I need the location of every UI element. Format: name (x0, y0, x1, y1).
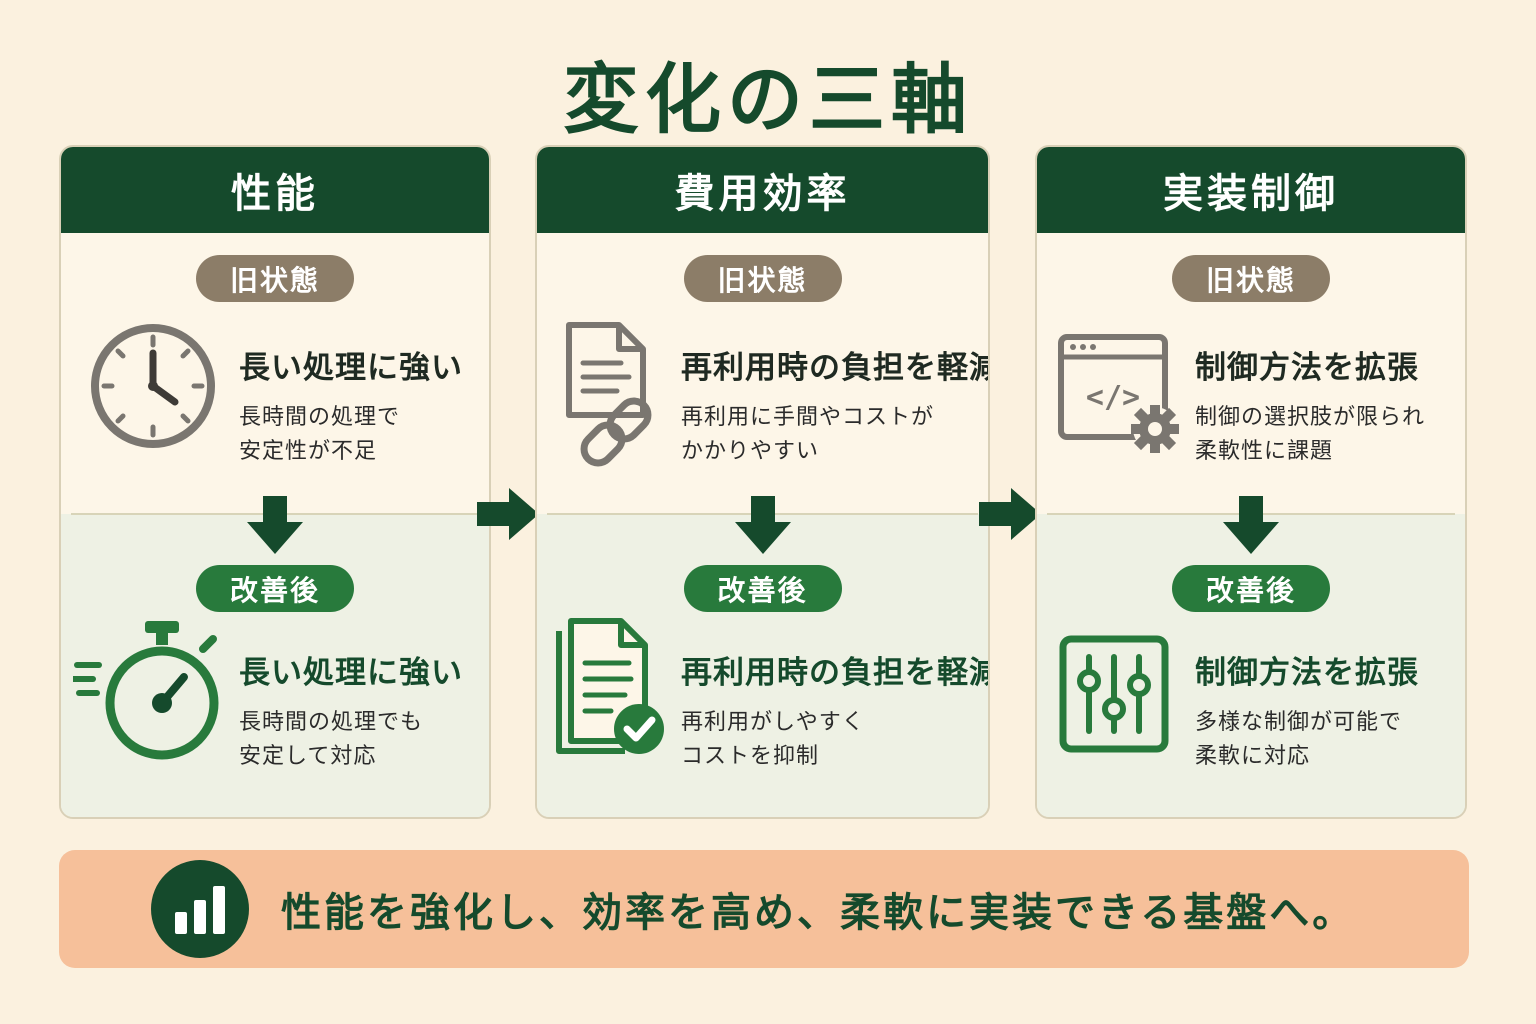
before-badge: 旧状態 (1172, 255, 1330, 302)
document-link-icon (566, 322, 652, 467)
document-check-icon (556, 618, 664, 754)
before-text: 制御方法を拡張 制御の選択肢が限られ 柔軟性に課題 (1195, 342, 1425, 469)
before-badge: 旧状態 (683, 255, 842, 302)
arrow-down-icon (1223, 496, 1279, 554)
before-badge: 旧状態 (196, 255, 354, 302)
before-heading: 再利用時の負担を軽減 (681, 350, 990, 386)
after-desc-line: 多様な制御が可能で (1195, 710, 1403, 735)
after-desc-line: コストを抑制 (681, 744, 820, 769)
before-desc-line: 柔軟性に課題 (1195, 439, 1334, 464)
after-text: 長い処理に強い 長時間の処理でも 安定して対応 (239, 647, 463, 774)
after-desc-line: 長時間の処理でも (239, 710, 424, 735)
arrow-right-icon (477, 488, 539, 540)
arrow-down-icon (247, 496, 303, 554)
after-heading: 制御方法を拡張 (1195, 655, 1419, 691)
column-header: 実装制御 (1037, 147, 1465, 233)
before-heading: 制御方法を拡張 (1195, 350, 1419, 386)
after-desc-line: 安定して対応 (239, 744, 377, 769)
stopwatch-icon (73, 621, 219, 760)
after-heading: 長い処理に強い (239, 655, 463, 691)
after-text: 再利用時の負担を軽減 再利用がしやすく コストを抑制 (681, 647, 990, 774)
banner-text: 性能を強化し、効率を高め、柔軟に実装できる基盤へ。 (281, 890, 1356, 936)
column-header: 費用効率 (537, 147, 988, 233)
after-desc-line: 再利用がしやすく (681, 710, 865, 735)
before-desc-line: 安定性が不足 (239, 439, 378, 464)
column-header: 性能 (61, 147, 489, 233)
after-section (1037, 514, 1465, 817)
before-heading: 長い処理に強い (239, 350, 463, 386)
before-desc-line: かかりやすい (681, 439, 820, 464)
arrow-right-icon (979, 488, 1041, 540)
column-performance: 性能 旧状態 長い処理に強い 長時間の処理で 安定性が不足 改善後 (59, 145, 491, 819)
before-desc-line: 再利用に手間やコストが (681, 405, 935, 430)
bar-chart-icon (151, 860, 249, 958)
before-desc-line: 長時間の処理で (239, 405, 401, 430)
after-badge: 改善後 (196, 565, 354, 612)
before-text: 長い処理に強い 長時間の処理で 安定性が不足 (239, 342, 463, 469)
sliders-icon (1059, 635, 1169, 753)
after-text: 制御方法を拡張 多様な制御が可能で 柔軟に対応 (1195, 647, 1419, 774)
arrow-down-icon (734, 496, 791, 554)
after-badge: 改善後 (1172, 565, 1330, 612)
before-text: 再利用時の負担を軽減 再利用に手間やコストが かかりやすい (681, 342, 990, 469)
before-desc-line: 制御の選択肢が限られ (1195, 405, 1426, 430)
after-heading: 再利用時の負担を軽減 (681, 655, 990, 691)
column-implementation-control: 実装制御 旧状態 </> 制御方法を拡張 制御の選択肢が限られ 柔軟性に課題 改… (1035, 145, 1467, 819)
summary-banner: 性能を強化し、効率を高め、柔軟に実装できる基盤へ。 (59, 850, 1469, 968)
clock-icon (91, 324, 215, 448)
after-badge: 改善後 (683, 565, 842, 612)
code-window-gear-icon: </> (1058, 334, 1179, 453)
page-title: 変化の三軸 (563, 55, 973, 144)
column-cost-efficiency: 費用効率 旧状態 再利用時の負担を軽減 再利用に手間やコストが かかりやすい 改… (535, 145, 990, 819)
after-desc-line: 柔軟に対応 (1195, 744, 1311, 769)
svg-text:</>: </> (1086, 380, 1140, 415)
